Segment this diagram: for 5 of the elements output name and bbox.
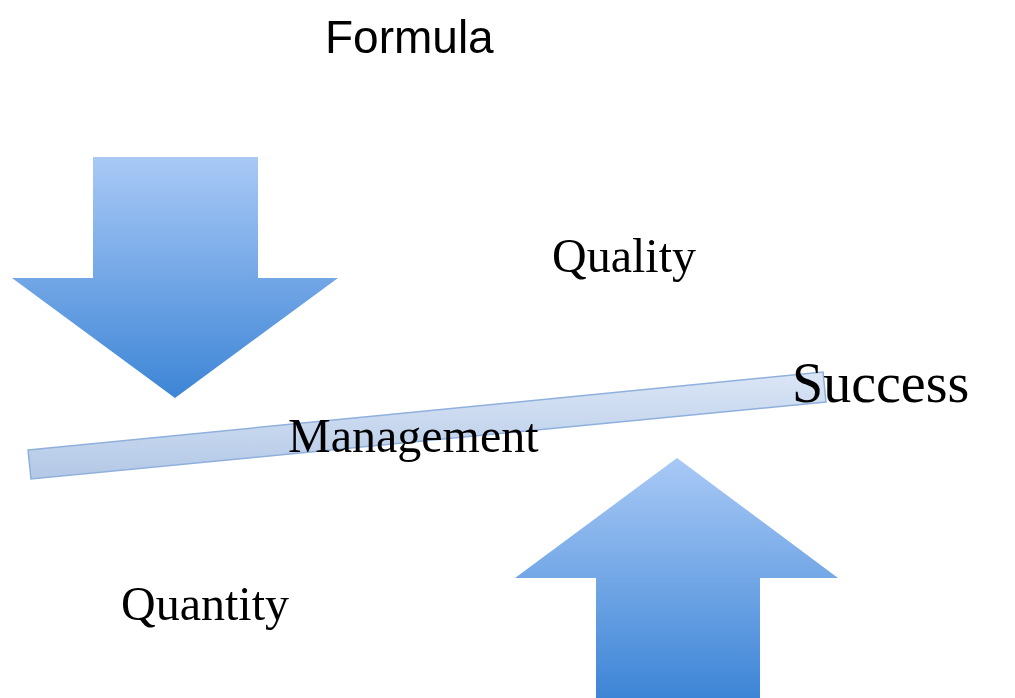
text-label: Quality [552,232,696,280]
title: Formula [325,14,494,60]
text-label: Management [288,412,539,460]
text-label: Quantity [121,580,289,628]
text-label: Success [792,355,970,411]
